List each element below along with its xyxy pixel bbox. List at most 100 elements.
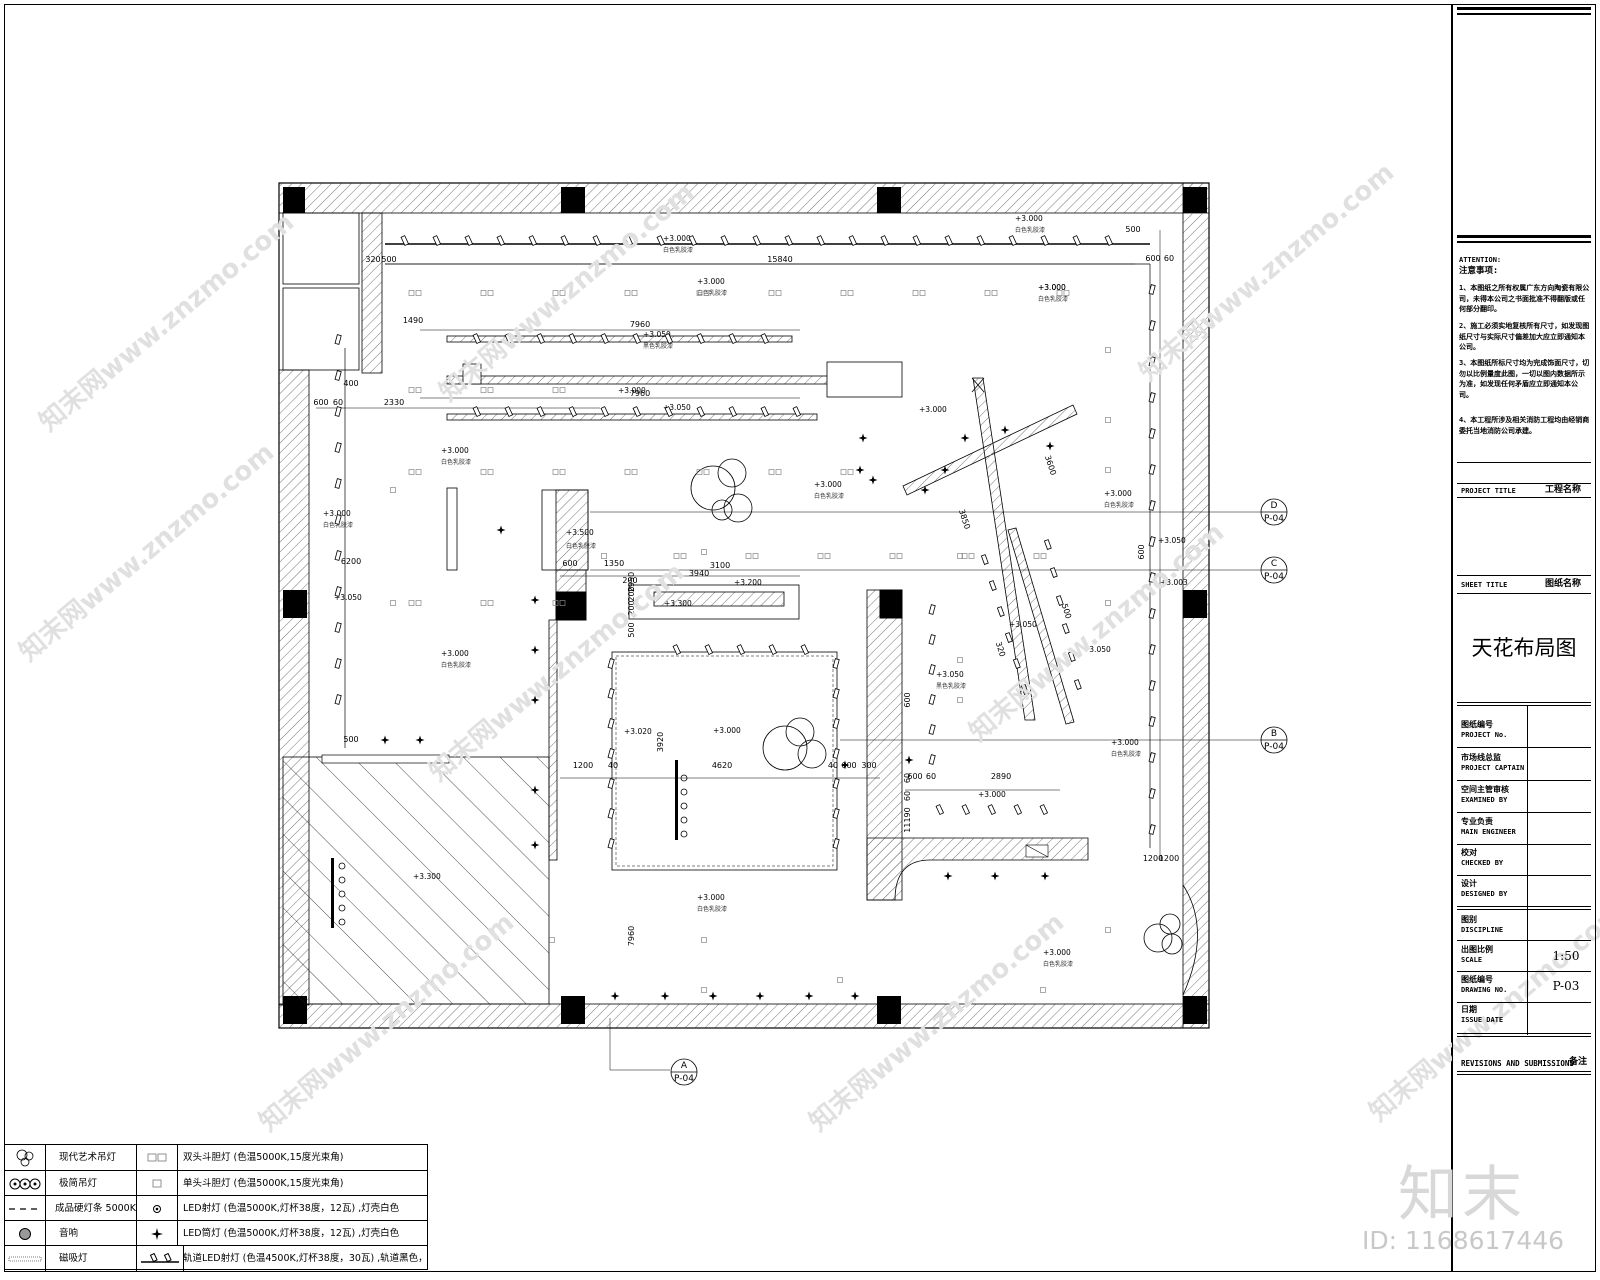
- twin-grille-icon: [480, 387, 487, 393]
- dashed-line-icon: [5, 1196, 46, 1221]
- section-markers: [670, 498, 1288, 1086]
- track-light-icon: [988, 580, 997, 591]
- twin-grille-icon: [703, 469, 710, 475]
- track-light-icon: [607, 718, 615, 729]
- sheet-title-cn: 图纸名称: [1545, 579, 1582, 589]
- twin-grille-icon: [624, 469, 631, 475]
- downlight-icon: [530, 595, 540, 605]
- angled-displays: [902, 377, 1078, 725]
- single-grille-icon: [701, 987, 707, 993]
- level-label: +3.200: [734, 578, 762, 587]
- twin-grille-icon: [1056, 290, 1063, 296]
- level-label: +3.050: [663, 403, 691, 412]
- track-light-icon: [400, 235, 410, 247]
- legend-label: 现代艺术吊灯: [45, 1145, 137, 1170]
- downlight-icon: [855, 465, 865, 475]
- track-light-icon: [334, 370, 342, 381]
- legend-row: 极简吊灯 单头斗胆灯 (色温5000K,15度光束角): [5, 1170, 427, 1196]
- legend-row: 现代艺术吊灯 双头斗胆灯 (色温5000K,15度光束角): [5, 1145, 427, 1170]
- twin-grille-icon: [415, 290, 422, 296]
- field-discipline-en: DISCIPLINE: [1461, 926, 1504, 934]
- twin-grille-icon: [817, 553, 824, 559]
- level-label: +3.000: [1104, 489, 1132, 498]
- twin-grille-icon: [1033, 553, 1040, 559]
- field-project-no: 图纸编号: [1461, 720, 1493, 729]
- track-light-icon: [1012, 658, 1021, 669]
- single-grille-icon: [957, 697, 963, 703]
- finish-label: 白色乳胶漆: [697, 905, 727, 913]
- watermark-id: ID: 1168617446: [1362, 1226, 1565, 1255]
- legend-label: LED筒灯 (色温5000K,灯杯38度，12瓦) ,灯壳白色: [183, 1228, 400, 1239]
- field-examined-by-en: EXAMINED BY: [1461, 796, 1508, 804]
- dim-label: 1350: [604, 559, 624, 568]
- level-label: +3.000: [814, 480, 842, 489]
- track-light-icon: [656, 235, 666, 247]
- level-label: +3.000: [697, 277, 725, 286]
- legend-label: LED射灯 (色温5000K,灯杯38度，12瓦) ,灯壳白色: [183, 1203, 400, 1214]
- field-issue-date: 日期: [1461, 1005, 1477, 1014]
- downlight-icon: [708, 991, 718, 1001]
- single-grille-icon: [1040, 987, 1046, 993]
- track-light-icon: [568, 333, 578, 345]
- dim-label: 500: [343, 735, 358, 744]
- twin-grille-icon: [624, 290, 631, 296]
- dim-label: 60: [1164, 254, 1174, 263]
- finish-label: 白色乳胶漆: [441, 458, 471, 466]
- track-light-icon: [624, 235, 634, 247]
- track-light-icon: [600, 333, 610, 345]
- single-grille-icon: [701, 937, 707, 943]
- dim-label: 200: [627, 586, 636, 601]
- downlight-icon: [960, 433, 970, 443]
- level-label: +3.003: [1160, 578, 1188, 587]
- track-light-icon: [928, 754, 936, 765]
- track-light-icon: [832, 688, 840, 699]
- finish-label: 白色乳胶漆: [663, 246, 693, 254]
- downlight-icon: [610, 991, 620, 1001]
- level-label: +3.020: [624, 727, 652, 736]
- track-light-icon: [334, 622, 342, 633]
- twin-grille-icon: [752, 553, 759, 559]
- track-light-icon: [496, 235, 506, 247]
- dim-label: 40: [828, 761, 838, 770]
- legend-row: 音响 LED筒灯 (色温5000K,灯杯38度，12瓦) ,灯壳白色: [5, 1220, 427, 1246]
- dim-label: 4620: [712, 761, 732, 770]
- light-symbols: [334, 235, 1156, 1001]
- dim-label: 2950: [627, 572, 636, 592]
- level-label: +3.000: [1043, 948, 1071, 957]
- twin-grille-icon: [775, 290, 782, 296]
- dim-label: 6200: [341, 557, 361, 566]
- finish-label: 白色乳胶漆: [1043, 960, 1073, 968]
- downlight-icon: [530, 840, 540, 850]
- track-light-icon: [996, 606, 1005, 617]
- track-light-icon: [928, 724, 936, 735]
- track-light-icon: [334, 586, 342, 597]
- level-label: +3.000: [697, 893, 725, 902]
- twin-grille-icon: [696, 469, 703, 475]
- track-light-icon: [1148, 536, 1156, 547]
- downlight-icon: [660, 991, 670, 1001]
- legend-label: 磁吸灯: [45, 1246, 137, 1271]
- downlight-icon: [858, 433, 868, 443]
- field-issue-date-en: ISSUE DATE: [1461, 1016, 1504, 1024]
- track-light-icon: [334, 514, 342, 525]
- track-light-icon: [832, 748, 840, 759]
- track-light-icon: [1148, 572, 1156, 583]
- dim-label: 600: [903, 692, 912, 707]
- downlight-icon: [940, 465, 950, 475]
- track-light-icon: [1148, 824, 1156, 835]
- field-drawing-no-en: DRAWING NO.: [1461, 986, 1508, 994]
- twin-grille-icon: [847, 469, 854, 475]
- track-light-icon: [560, 235, 570, 247]
- dim-label: 600: [562, 559, 577, 568]
- finish-label-alt: 黑色乳胶漆: [936, 682, 966, 690]
- display-shelves: [446, 335, 903, 571]
- level-annotations: +3.000 +3.050 +3.000 +3.050 +3.000 +3.00…: [323, 214, 1188, 957]
- field-checked-by-en: CHECKED BY: [1461, 859, 1504, 867]
- hatched-zone: [282, 756, 550, 1005]
- finish-label-alt: 黑色乳胶漆: [643, 342, 673, 350]
- track-light-icon: [1020, 684, 1029, 695]
- track-light-icon: [632, 406, 642, 418]
- track-light-icon: [536, 333, 546, 345]
- track-light-icon: [935, 804, 945, 816]
- track-light-icon: [800, 644, 810, 656]
